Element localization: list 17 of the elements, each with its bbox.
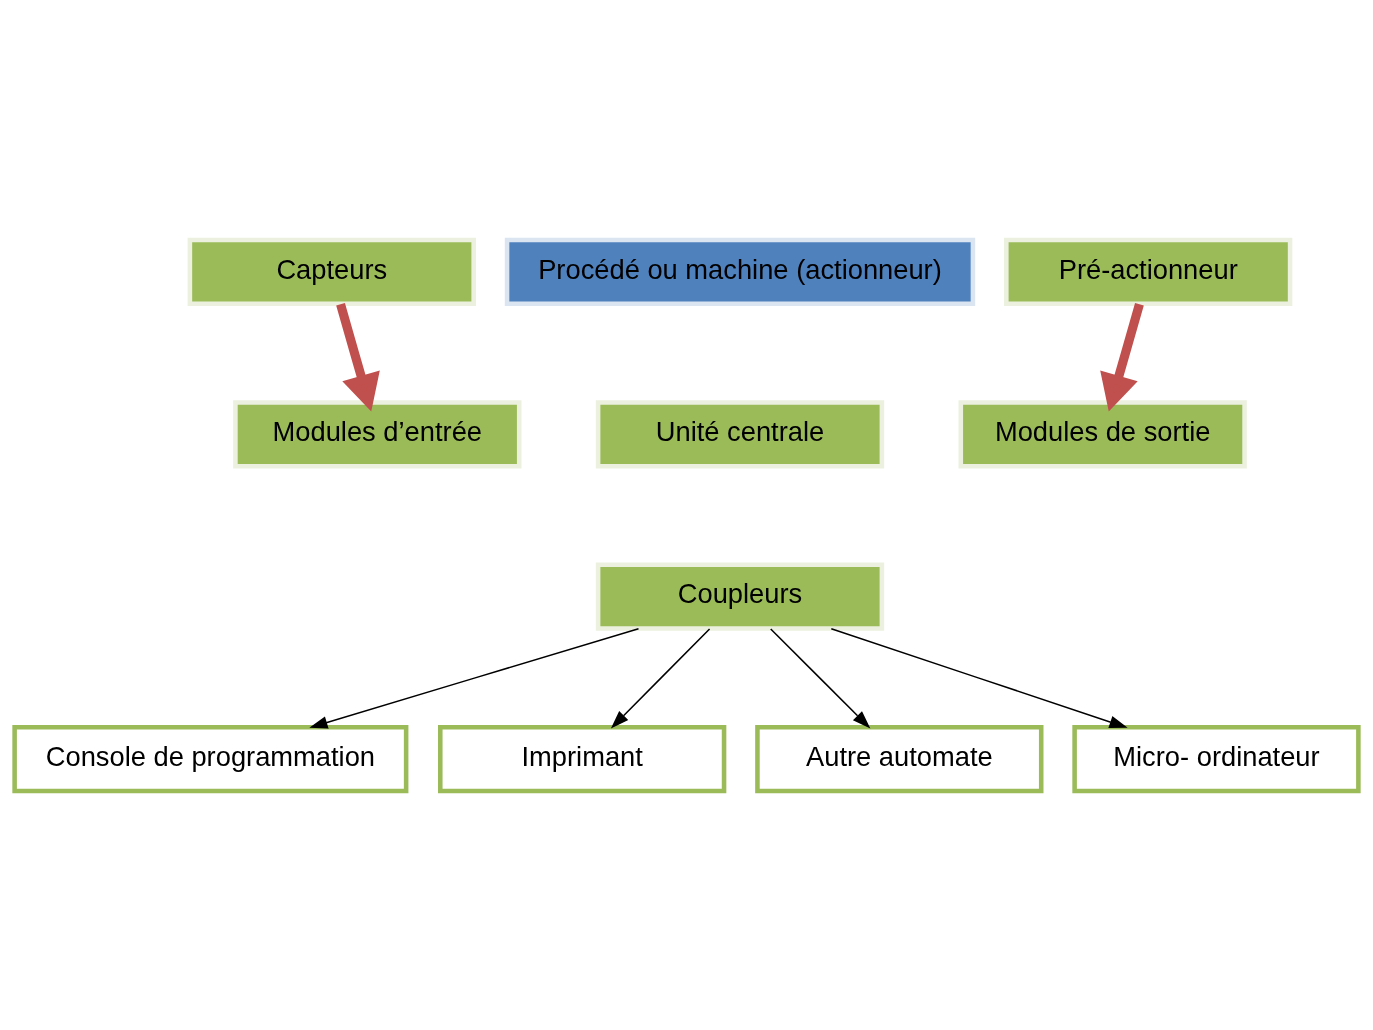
arrow [1100,302,1144,412]
node-box: Capteurs [187,237,476,306]
node-box: Micro- ordinateur [1072,724,1361,793]
arrow [769,627,871,729]
node-box: Modules d’entrée [233,399,522,468]
arrow [336,302,380,412]
node-box: Unité centrale [595,399,885,468]
node-box: Pré-actionneur [1004,237,1293,306]
node-box: Procédé ou machine (actionneur) [504,237,976,306]
node-box: Autre automate [755,724,1044,793]
arrow [830,627,1128,728]
node-box: Console de programmation [12,724,409,793]
node-box: Modules de sortie [958,399,1247,468]
arrow [309,627,640,729]
node-box: Coupleurs [595,562,885,631]
arrow [610,627,711,729]
node-box: Imprimant [438,724,727,793]
